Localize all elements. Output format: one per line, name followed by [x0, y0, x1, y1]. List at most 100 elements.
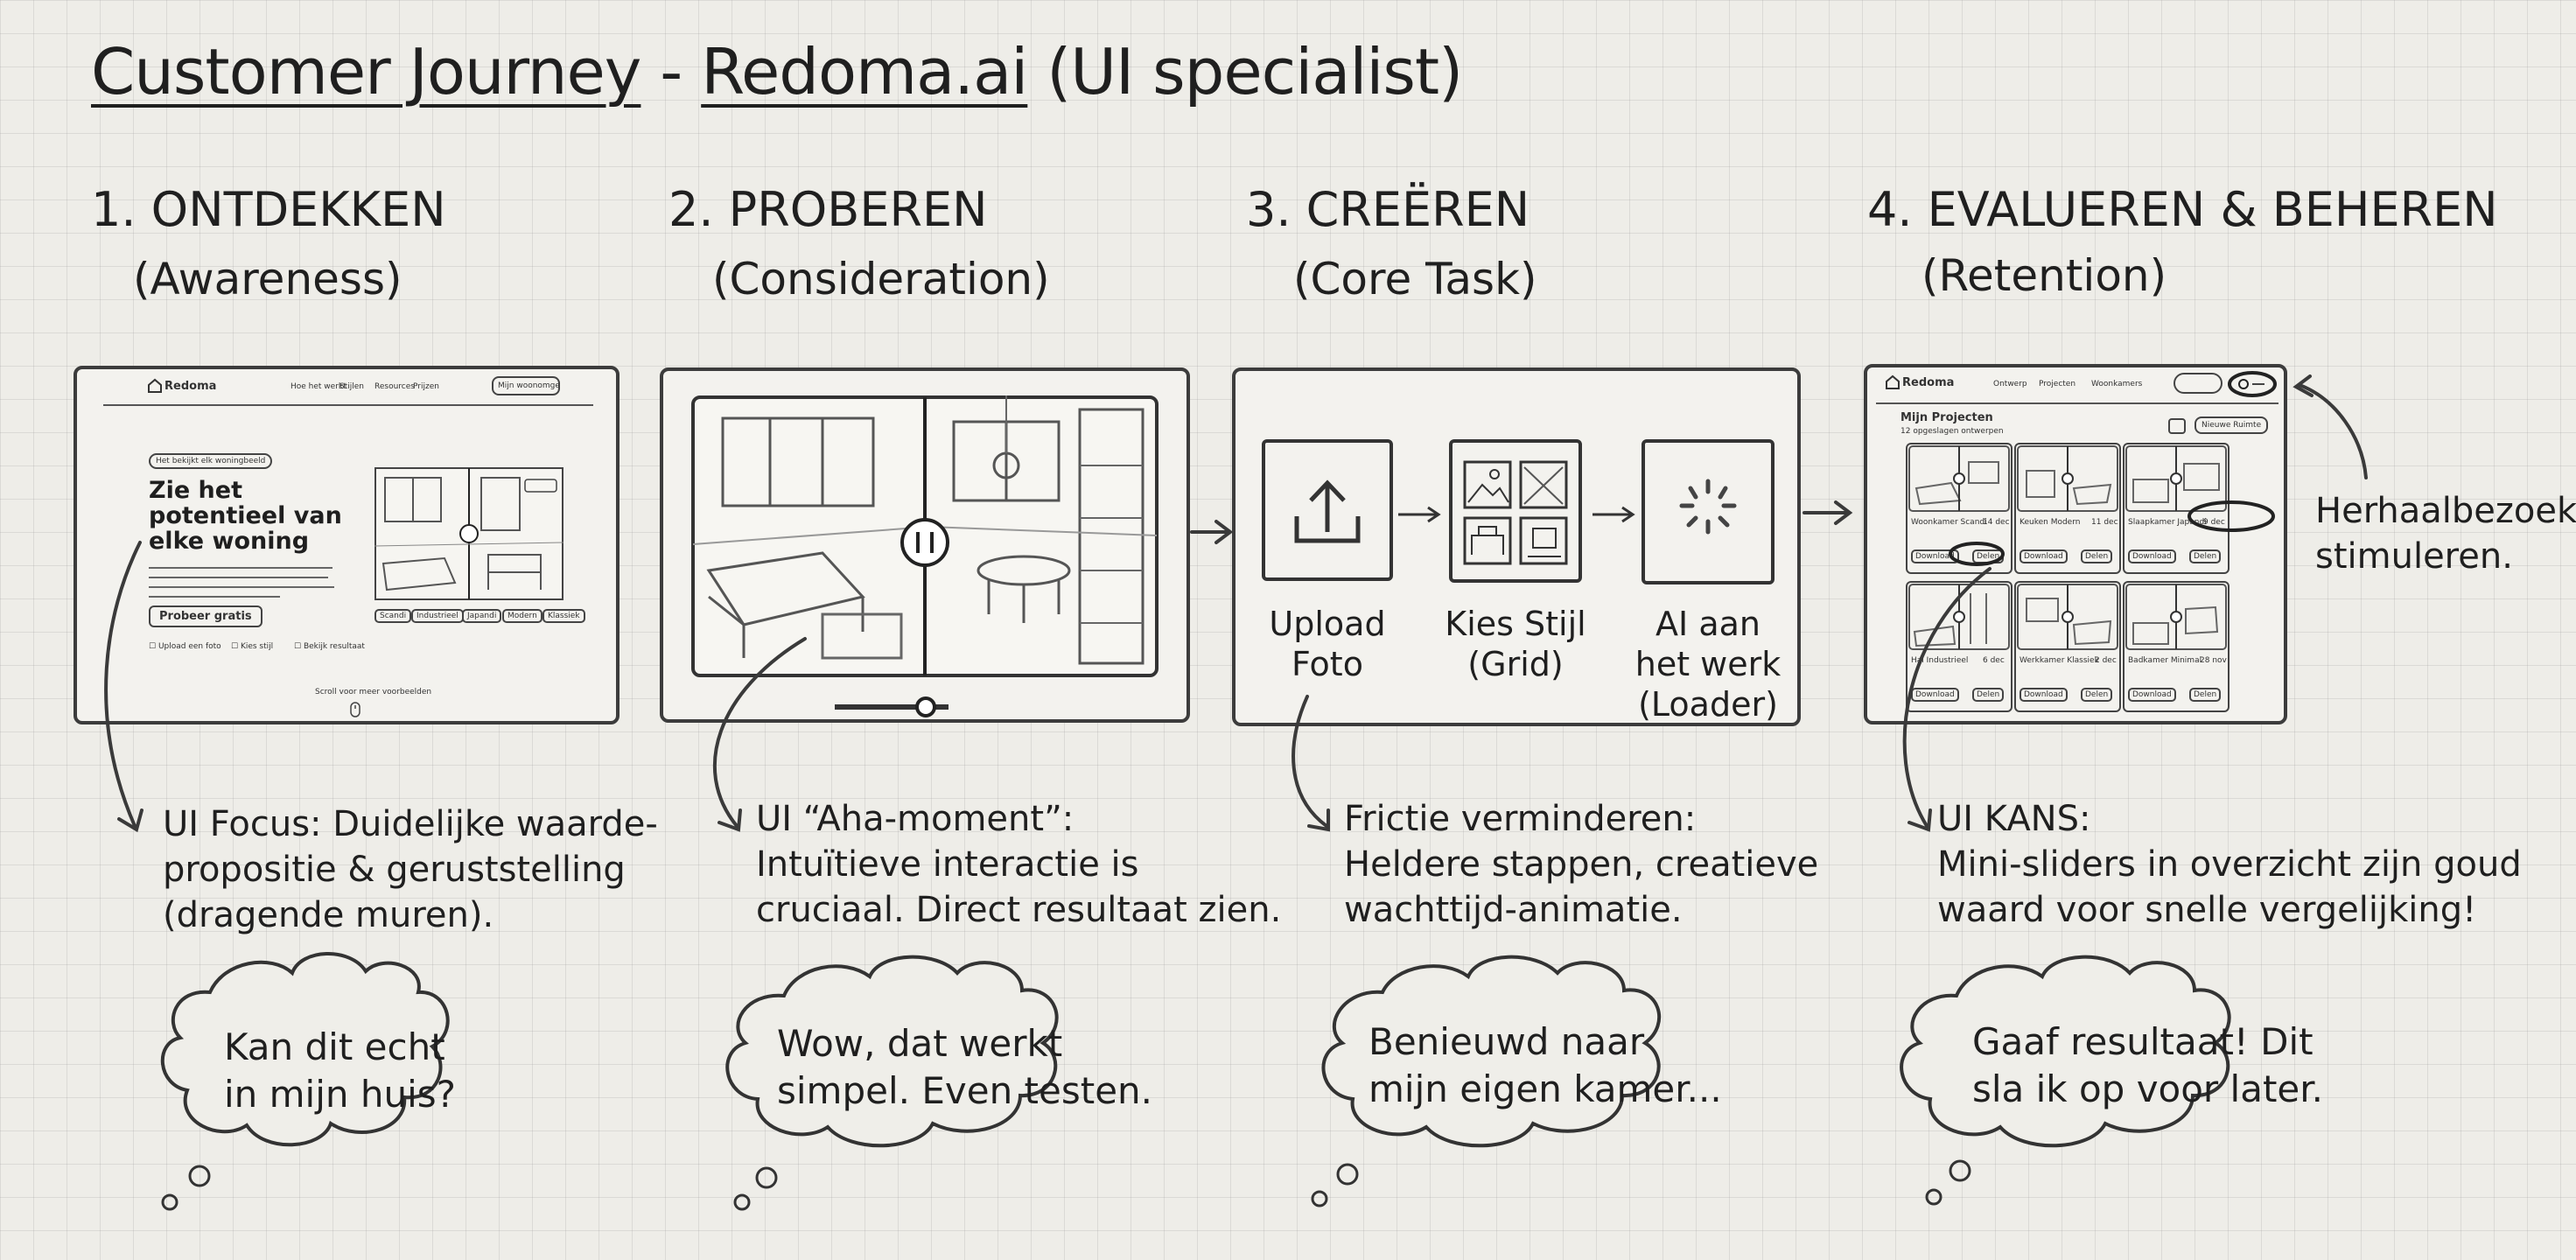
dashboard-subheading: 12 opgeslagen ontwerpen	[1900, 427, 2004, 436]
stage-3-subtitle: (Core Task)	[1293, 254, 1537, 304]
loader-label-line-2: het werk	[1634, 645, 1782, 683]
feature-2-label: Kies stijl	[240, 642, 274, 651]
card-4-download-button[interactable]: Download	[1911, 688, 1959, 702]
card-3-share-button[interactable]: Delen	[2189, 550, 2222, 564]
dashboard-grid-toggle[interactable]	[2168, 418, 2186, 434]
card-6-share-button[interactable]: Delen	[2189, 688, 2222, 702]
dashboard-logo-text: Redoma	[1902, 376, 1955, 389]
thought-4-line-1: Gaaf resultaat! Dit	[1972, 1020, 2314, 1063]
card-2-share-button[interactable]: Delen	[2081, 550, 2113, 564]
stage-2-note: UI “Aha-moment”: Intuïtieve interactie i…	[756, 796, 1281, 933]
landing-scroll-hint: Scroll voor meer voorbeelden	[315, 688, 432, 696]
card-3-slider-image[interactable]	[2124, 444, 2228, 513]
card-6-date: 28 nov	[2200, 656, 2227, 665]
landing-badge: Het bekijkt elk woningbeeld	[149, 453, 273, 469]
card-6-slider-image[interactable]	[2124, 583, 2228, 651]
dashboard-nav-design[interactable]: Ontwerp	[1993, 380, 2027, 388]
side-note-line-2: stimuleren.	[2315, 536, 2513, 577]
dashboard-nav-rooms[interactable]: Woonkamers	[2091, 380, 2143, 388]
house-logo-icon	[1886, 374, 1900, 389]
thought-1-line-1: Kan dit echt	[224, 1026, 445, 1068]
stage-4-thought: Gaaf resultaat! Dit sla ik op voor later…	[1972, 1018, 2323, 1113]
style-grid-step-box[interactable]	[1449, 439, 1582, 583]
stage-3-title: 3. CREËREN	[1246, 182, 1530, 237]
creation-flow-sketch: Upload Foto Kies Stijl (Grid)	[1232, 368, 1801, 726]
landing-feature-2: ☐ Kies stijl	[231, 642, 274, 651]
card-4-name: Hal Industrieel	[1911, 656, 1969, 665]
stage-2-subtitle: (Consideration)	[712, 254, 1050, 304]
upload-icon	[1294, 480, 1361, 543]
flow-arrow-1	[1395, 504, 1447, 528]
card-1-download-button[interactable]: Download	[1911, 550, 1959, 564]
project-card-5[interactable]: Werkkamer Klassiek 2 dec Download Delen	[2014, 581, 2121, 712]
upload-label-line-1: Upload	[1269, 605, 1386, 643]
cloud-2	[725, 955, 1059, 1148]
stage-4-title: 4. EVALUEREN & BEHEREN	[1867, 182, 2498, 237]
project-card-4[interactable]: Hal Industrieel 6 dec Download Delen	[1906, 581, 2012, 712]
note-3-line-2: Heldere stappen, creatieve	[1344, 844, 1819, 885]
loader-step-label: AI aan het werk (Loader)	[1629, 604, 1787, 724]
landing-hero-body	[149, 564, 341, 602]
title-separator: -	[640, 35, 702, 108]
arrow-note-1-head	[117, 808, 144, 833]
note-2-line-2: Intuïtieve interactie is	[756, 844, 1139, 885]
upload-step-box[interactable]	[1262, 439, 1393, 581]
dashboard-nav-projects[interactable]: Projecten	[2039, 380, 2076, 388]
card-2-slider-image[interactable]	[2016, 444, 2119, 513]
card-1-slider-image[interactable]	[1908, 444, 2011, 513]
thought-1-line-2: in mijn huis?	[224, 1073, 456, 1116]
project-card-6[interactable]: Badkamer Minimal 28 nov Download Delen	[2123, 581, 2230, 712]
landing-feature-1: ☐ Upload een foto	[149, 642, 221, 651]
card-5-download-button[interactable]: Download	[2020, 688, 2068, 702]
card-6-download-button[interactable]: Download	[2128, 688, 2176, 702]
title-journey: Customer Journey	[91, 35, 641, 108]
note-1-line-1: UI Focus: Duidelijke waarde-	[163, 804, 658, 844]
style-chip-5[interactable]: Klassiek	[542, 609, 585, 623]
loader-label-line-3: (Loader)	[1638, 685, 1778, 724]
landing-nav-divider	[103, 404, 593, 406]
before-after-slider-sketch	[660, 368, 1190, 723]
project-card-1[interactable]: Woonkamer Scandi 14 dec Download Delen	[1906, 443, 2012, 574]
cloud-3-bubble-large	[1336, 1163, 1359, 1186]
dashboard-logo-icon-wrap	[1885, 374, 1900, 394]
card-6-name: Badkamer Minimal	[2128, 656, 2202, 665]
landing-nav-how[interactable]: Hoe het werkt	[290, 382, 346, 391]
arrow-side-note-head	[2292, 374, 2314, 397]
style-chip-4[interactable]: Modern	[502, 609, 542, 623]
landing-login-button[interactable]: Mijn woonomgeving	[492, 376, 560, 396]
cloud-3-bubble-small	[1311, 1190, 1328, 1208]
stage-3-note: Frictie verminderen: Heldere stappen, cr…	[1344, 796, 1818, 933]
arrow-note-4	[1902, 567, 1992, 828]
dashboard-account-button[interactable]	[2228, 371, 2277, 401]
card-3-download-button[interactable]: Download	[2128, 550, 2176, 564]
arrow-note-3-head	[1307, 808, 1330, 832]
stage-4-subtitle: (Retention)	[1922, 250, 2167, 301]
stage-1-thought: Kan dit echt in mijn huis?	[224, 1024, 456, 1118]
landing-nav-prices[interactable]: Prijzen	[413, 382, 439, 391]
card-5-share-button[interactable]: Delen	[2081, 688, 2113, 702]
landing-feature-3: ☐ Bekijk resultaat	[294, 642, 365, 651]
landing-nav-resources[interactable]: Resources	[374, 382, 415, 391]
landing-logo	[147, 378, 163, 397]
side-note-line-1: Herhaalbezoek	[2315, 491, 2576, 531]
cloud-4-bubble-large	[1949, 1159, 1971, 1182]
landing-nav-styles[interactable]: Stijlen	[340, 382, 364, 391]
card-4-share-button[interactable]: Delen	[1972, 688, 2005, 702]
project-card-2[interactable]: Keuken Modern 11 dec Download Delen	[2014, 443, 2121, 574]
dashboard-filter-button[interactable]	[2174, 373, 2222, 394]
card-5-slider-image[interactable]	[2016, 583, 2119, 651]
project-card-3[interactable]: Slaapkamer Japandi 9 dec Download Delen	[2123, 443, 2230, 574]
cloud-4	[1900, 955, 2231, 1148]
loader-step-box	[1642, 439, 1774, 584]
dashboard-new-button[interactable]: Nieuwe Ruimte	[2194, 416, 2269, 434]
slider-track[interactable]	[835, 696, 948, 721]
style-chip-1[interactable]: Scandi	[374, 609, 412, 623]
card-2-download-button[interactable]: Download	[2020, 550, 2068, 564]
note-3-line-3: wachttijd-animatie.	[1344, 890, 1683, 930]
landing-cta-button[interactable]: Probeer gratis	[149, 606, 262, 627]
style-chip-3[interactable]: Japandi	[462, 609, 502, 623]
slider-room-image	[691, 396, 1158, 681]
scroll-mouse-icon	[350, 702, 360, 721]
card-5-name: Werkkamer Klassiek	[2020, 656, 2099, 665]
